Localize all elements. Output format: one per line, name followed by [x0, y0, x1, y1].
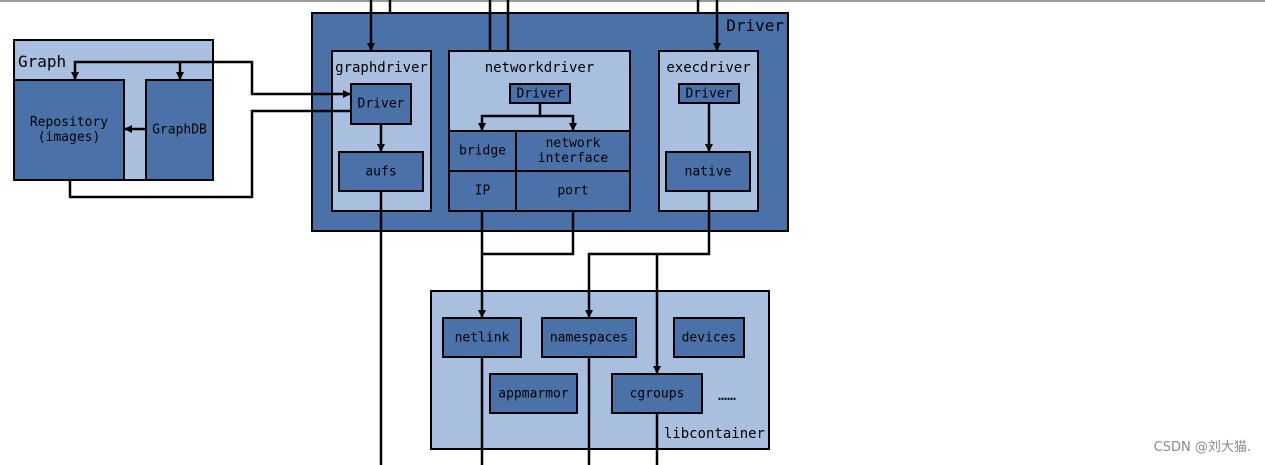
- networkdriver-title: networkdriver: [484, 60, 595, 76]
- ip-box: IP: [448, 170, 517, 212]
- driver-title: Driver: [726, 16, 784, 35]
- graphdb-box: GraphDB: [145, 79, 214, 181]
- network-interface-label: network interface: [537, 136, 609, 166]
- bridge-label: bridge: [459, 143, 506, 159]
- networkdriver-driver-box: Driver: [509, 83, 571, 104]
- ip-label: IP: [474, 183, 491, 199]
- graphdriver-driver-box: Driver: [350, 83, 412, 125]
- appmarmor-label: appmarmor: [498, 386, 569, 401]
- netlink-box: netlink: [442, 317, 522, 358]
- top-border-line: [0, 0, 1265, 2]
- repository-box: Repository (images): [13, 79, 125, 181]
- network-interface-box: network interface: [515, 130, 631, 172]
- execdriver-title: execdriver: [666, 60, 751, 76]
- libcontainer-title: libcontainer: [663, 426, 765, 442]
- bridge-box: bridge: [448, 130, 517, 172]
- cgroups-label: cgroups: [629, 386, 685, 401]
- native-label: native: [684, 164, 732, 179]
- graphdriver-title: graphdriver: [335, 60, 428, 76]
- aufs-box: aufs: [338, 151, 424, 192]
- graphdb-label: GraphDB: [152, 122, 207, 138]
- port-label: port: [557, 183, 589, 199]
- execdriver-driver-label: Driver: [685, 86, 733, 101]
- libcontainer-container: libcontainer: [430, 290, 770, 450]
- devices-box: devices: [673, 317, 745, 358]
- namespaces-box: namespaces: [541, 317, 637, 358]
- netlink-label: netlink: [454, 330, 510, 345]
- native-box: native: [665, 151, 751, 192]
- graphdriver-driver-label: Driver: [357, 96, 405, 112]
- csdn-watermark: CSDN @刘大猫.: [1153, 440, 1251, 455]
- execdriver-driver-box: Driver: [678, 83, 740, 104]
- aufs-label: aufs: [365, 164, 397, 179]
- graph-title: Graph: [18, 52, 67, 71]
- cgroups-box: cgroups: [611, 373, 703, 414]
- port-box: port: [515, 170, 631, 212]
- appmarmor-box: appmarmor: [489, 373, 578, 414]
- devices-label: devices: [681, 330, 737, 345]
- ellipsis-label: ……: [718, 386, 737, 404]
- repository-label: Repository (images): [29, 115, 109, 145]
- networkdriver-driver-label: Driver: [516, 86, 564, 101]
- namespaces-label: namespaces: [549, 330, 629, 345]
